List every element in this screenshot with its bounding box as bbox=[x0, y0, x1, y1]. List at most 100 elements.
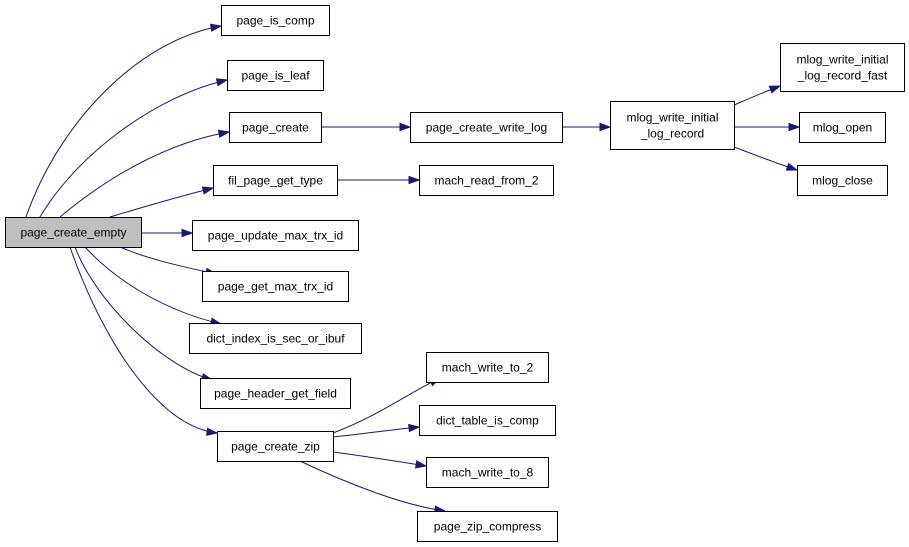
node-label: dict_index_is_sec_or_ibuf bbox=[206, 332, 345, 346]
node-mach-read-from-2[interactable]: mach_read_from_2 bbox=[419, 165, 554, 196]
edge-page_create_write_log-to-mlog_write_initial_log_record bbox=[562, 122, 612, 132]
node-label: mlog_open bbox=[813, 121, 872, 135]
edge-line bbox=[299, 460, 446, 512]
edge-mlog_write_initial_log_record-to-mlog_close bbox=[733, 146, 799, 171]
edge-page_create_zip-to-mach_write_to_8 bbox=[332, 451, 428, 469]
node-box bbox=[799, 112, 886, 143]
node-label: _log_record bbox=[640, 127, 704, 141]
node-box bbox=[229, 112, 322, 143]
node-mlog-open[interactable]: mlog_open bbox=[799, 112, 886, 143]
node-label: mach_write_to_8 bbox=[442, 466, 534, 480]
arrowhead bbox=[215, 78, 229, 87]
arrowhead bbox=[206, 427, 219, 436]
node-page-is-leaf[interactable]: page_is_leaf bbox=[227, 60, 324, 91]
arrowhead bbox=[414, 460, 428, 469]
arrowhead bbox=[599, 122, 612, 132]
node-mlog-write-initial-log-record[interactable]: mlog_write_initial _log_record bbox=[610, 101, 735, 150]
edge-line bbox=[119, 246, 217, 275]
node-box bbox=[213, 165, 338, 196]
node-page-create[interactable]: page_create bbox=[229, 112, 322, 143]
edge-line bbox=[74, 246, 213, 381]
node-label: mach_read_from_2 bbox=[434, 174, 538, 188]
node-label: _log_record_fast bbox=[797, 69, 888, 83]
node-box bbox=[417, 511, 558, 542]
node-page-create-write-log[interactable]: page_create_write_log bbox=[410, 112, 563, 143]
arrowhead bbox=[768, 85, 782, 94]
node-box bbox=[192, 220, 359, 251]
edge-page_create_empty-to-page_create_zip bbox=[69, 246, 219, 436]
edge-page_create_empty-to-page_create bbox=[59, 129, 231, 218]
node-mach-write-to-8[interactable]: mach_write_to_8 bbox=[426, 457, 549, 488]
edge-line bbox=[109, 187, 214, 218]
arrowhead bbox=[408, 175, 421, 185]
edge-line bbox=[25, 25, 222, 218]
edge-line bbox=[84, 246, 222, 325]
node-box bbox=[221, 5, 330, 36]
edge-line bbox=[59, 131, 230, 218]
node-label: page_update_max_trx_id bbox=[208, 229, 343, 243]
edge-line bbox=[332, 377, 441, 434]
edge-page_create_empty-to-fil_page_get_type bbox=[109, 186, 215, 218]
node-box bbox=[610, 101, 735, 150]
node-label: mach_write_to_2 bbox=[442, 361, 534, 375]
node-page-create-empty[interactable]: page_create_empty bbox=[5, 217, 142, 248]
node-box bbox=[797, 165, 888, 196]
edge-page_create_empty-to-page_update_max_trx_id bbox=[141, 228, 194, 238]
arrowhead bbox=[209, 23, 223, 32]
edge-page_create_empty-to-page_is_comp bbox=[25, 23, 223, 218]
edge-line bbox=[332, 426, 420, 438]
node-label: page_create_empty bbox=[20, 226, 126, 240]
edge-page_create-to-page_create_write_log bbox=[321, 122, 412, 132]
node-box bbox=[202, 271, 349, 302]
node-label: page_is_leaf bbox=[241, 69, 310, 83]
edge-page_create_empty-to-page_header_get_field bbox=[74, 246, 214, 382]
arrowhead bbox=[201, 186, 215, 195]
edge-mlog_write_initial_log_record-to-mlog_write_initial_log_record_fast bbox=[733, 85, 782, 106]
node-box bbox=[780, 43, 905, 92]
node-label: page_create_zip bbox=[231, 440, 320, 454]
node-page-update-max-trx-id[interactable]: page_update_max_trx_id bbox=[192, 220, 359, 251]
node-mlog-close[interactable]: mlog_close bbox=[797, 165, 888, 196]
node-label: page_is_comp bbox=[236, 14, 314, 28]
node-box bbox=[5, 217, 142, 248]
arrowhead bbox=[408, 423, 421, 433]
node-label: page_create bbox=[242, 121, 309, 135]
arrowhead bbox=[399, 122, 412, 132]
edge-page_create_empty-to-page_is_leaf bbox=[39, 78, 229, 218]
arrowhead bbox=[788, 122, 801, 132]
node-label: mlog_write_initial bbox=[626, 111, 718, 125]
arrowhead bbox=[181, 228, 194, 238]
node-label: page_zip_compress bbox=[434, 520, 541, 534]
node-box bbox=[217, 431, 334, 462]
node-mlog-write-initial-log-record-fast[interactable]: mlog_write_initial _log_record_fast bbox=[780, 43, 905, 92]
node-dict-index-is-sec-or-ibuf[interactable]: dict_index_is_sec_or_ibuf bbox=[189, 323, 362, 354]
node-dict-table-is-comp[interactable]: dict_table_is_comp bbox=[419, 405, 556, 436]
edge-page_create_empty-to-page_get_max_trx_id bbox=[119, 246, 218, 276]
node-label: mlog_close bbox=[812, 174, 873, 188]
arrowhead bbox=[785, 162, 799, 171]
edge-fil_page_get_type-to-mach_read_from_2 bbox=[337, 175, 421, 185]
node-fil-page-get-type[interactable]: fil_page_get_type bbox=[213, 165, 338, 196]
node-box bbox=[426, 457, 549, 488]
node-label: page_create_write_log bbox=[426, 121, 547, 135]
node-box bbox=[419, 165, 554, 196]
node-label: dict_table_is_comp bbox=[436, 414, 539, 428]
node-box bbox=[410, 112, 563, 143]
node-page-is-comp[interactable]: page_is_comp bbox=[221, 5, 330, 36]
edge-line bbox=[69, 246, 218, 434]
node-box bbox=[419, 405, 556, 436]
node-page-create-zip[interactable]: page_create_zip bbox=[217, 431, 334, 462]
edge-line bbox=[332, 451, 427, 467]
arrowhead bbox=[217, 129, 231, 138]
edge-page_create_zip-to-page_zip_compress bbox=[299, 460, 447, 514]
node-box bbox=[426, 352, 549, 383]
node-label: page_get_max_trx_id bbox=[218, 280, 333, 294]
edge-mlog_write_initial_log_record-to-mlog_open bbox=[734, 122, 801, 132]
node-page-get-max-trx-id[interactable]: page_get_max_trx_id bbox=[202, 271, 349, 302]
node-mach-write-to-2[interactable]: mach_write_to_2 bbox=[426, 352, 549, 383]
node-page-header-get-field[interactable]: page_header_get_field bbox=[200, 378, 351, 409]
node-label: page_header_get_field bbox=[214, 387, 337, 401]
node-page-zip-compress[interactable]: page_zip_compress bbox=[417, 511, 558, 542]
node-label: mlog_write_initial bbox=[796, 53, 888, 67]
